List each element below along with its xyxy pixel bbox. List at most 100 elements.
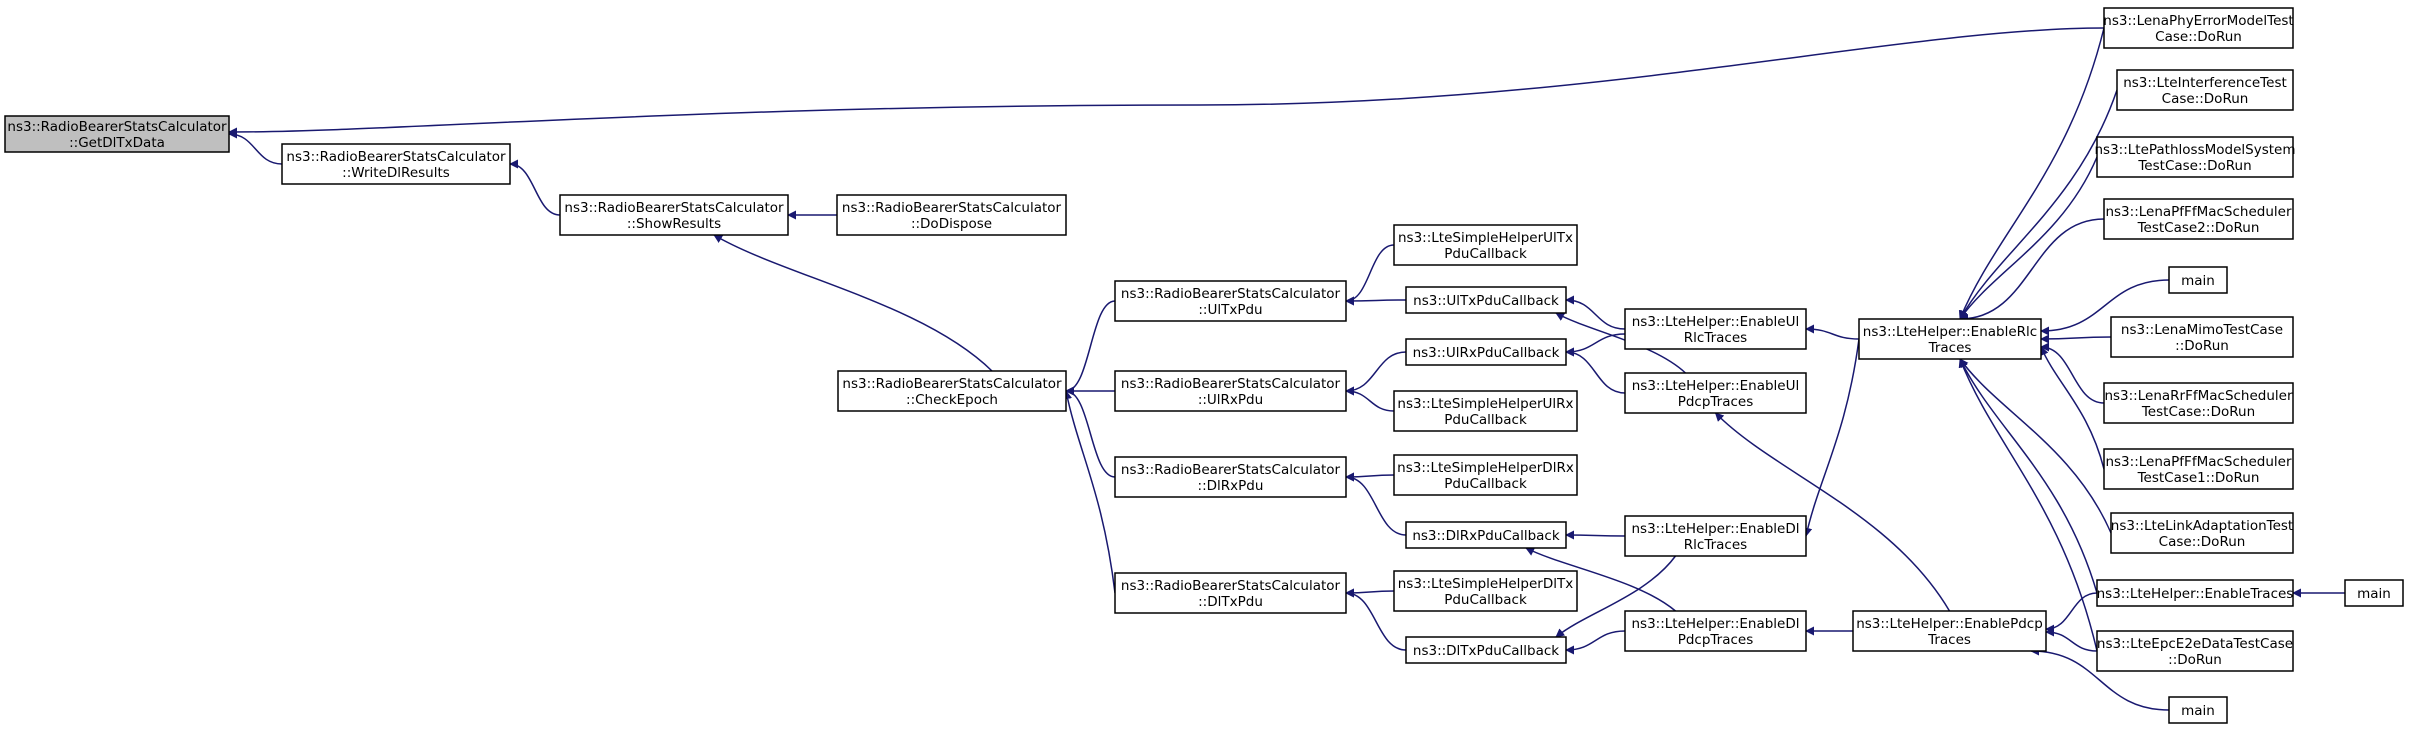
node-dltxcb[interactable]: ns3::DlTxPduCallback <box>1405 636 1567 664</box>
node-label-line: ns3::LteHelper::EnableUl <box>1632 314 1800 330</box>
node-main1[interactable]: main <box>2168 266 2228 294</box>
node-label-line: ns3::UlRxPduCallback <box>1413 345 1560 361</box>
edge-ultxcb-to-ultxpdu <box>1345 296 1407 306</box>
node-label-line: ::GetDlTxData <box>69 135 165 151</box>
edge-simpledltx-to-dltxpdu <box>1345 588 1395 598</box>
edge-simpleulrx-to-ulrxpdu <box>1345 386 1395 412</box>
node-label-line: ::UlTxPdu <box>1198 302 1262 318</box>
edge-enulpdcp-to-ultxcb <box>1555 312 1687 374</box>
node-box <box>1624 372 1807 414</box>
node-dlrxpdu[interactable]: ns3::RadioBearerStatsCalculator::DlRxPdu <box>1114 456 1347 498</box>
node-box <box>1393 224 1578 266</box>
node-box <box>1114 572 1347 614</box>
node-dlrxcb[interactable]: ns3::DlRxPduCallback <box>1405 521 1567 549</box>
node-label-line: main <box>2181 703 2215 719</box>
node-pfff2[interactable]: ns3::LenaPfFfMacSchedulerTestCase2::DoRu… <box>2103 198 2294 240</box>
node-box <box>1114 280 1347 322</box>
node-label-line: ::UlRxPdu <box>1198 392 1263 408</box>
edge-pathloss-to-enrlc <box>1959 156 2098 320</box>
node-box <box>559 194 789 236</box>
edge-endlrlc-to-dlrxcb <box>1565 530 1626 540</box>
node-label-line: ns3::DlTxPduCallback <box>1413 643 1559 659</box>
node-label-line: ns3::LteSimpleHelperDlRx <box>1397 460 1574 476</box>
node-box <box>1624 515 1807 557</box>
edges <box>228 27 2345 711</box>
edge-enrlc-to-enulrlc <box>1805 324 1860 340</box>
node-mimo[interactable]: ns3::LenaMimoTestCase::DoRun <box>2110 316 2294 358</box>
node-label-line: TestCase::DoRun <box>2137 158 2251 174</box>
node-label-line: ns3::LteHelper::EnableUl <box>1632 378 1800 394</box>
node-label-line: ns3::LteHelper::EnableDl <box>1631 521 1799 537</box>
node-label-line: ns3::LenaPfFfMacScheduler <box>2105 204 2291 220</box>
node-box <box>2103 7 2294 49</box>
node-root[interactable]: ns3::RadioBearerStatsCalculator::GetDlTx… <box>4 115 230 153</box>
edge-endlpdcp-to-dltxcb <box>1565 630 1626 655</box>
node-box <box>1393 570 1578 612</box>
node-writedl[interactable]: ns3::RadioBearerStatsCalculator::WriteDl… <box>281 143 511 185</box>
node-label-line: ns3::LenaRrFfMacScheduler <box>2104 388 2293 404</box>
edge-dltxcb-to-dltxpdu <box>1345 588 1407 651</box>
node-label-line: ns3::LteEpcE2eDataTestCase <box>2097 636 2293 652</box>
node-dltxpdu[interactable]: ns3::RadioBearerStatsCalculator::DlTxPdu <box>1114 572 1347 614</box>
node-ulrxcb[interactable]: ns3::UlRxPduCallback <box>1405 338 1567 366</box>
edge-simpleultx-to-ultxpdu <box>1345 244 1395 306</box>
node-box <box>4 115 230 153</box>
node-label-line: TestCase2::DoRun <box>2137 220 2260 236</box>
node-label-line: ns3::RadioBearerStatsCalculator <box>1121 376 1341 392</box>
node-pathloss[interactable]: ns3::LtePathlossModelSystemTestCase::DoR… <box>2094 136 2296 178</box>
node-label-line: ::DoRun <box>2168 652 2222 668</box>
node-box <box>1624 308 1807 350</box>
node-label-line: PduCallback <box>1444 592 1527 608</box>
edge-interf-to-enrlc <box>1959 89 2118 320</box>
edge-dltxpdu-to-checkepoch <box>1063 390 1116 594</box>
node-epce2e[interactable]: ns3::LteEpcE2eDataTestCase::DoRun <box>2096 630 2294 672</box>
node-label-line: Case::DoRun <box>2159 534 2246 550</box>
node-label-line: ns3::LteSimpleHelperDlTx <box>1398 576 1574 592</box>
node-box <box>1393 454 1578 496</box>
node-box <box>2103 448 2294 490</box>
node-label-line: ns3::RadioBearerStatsCalculator <box>7 119 227 135</box>
node-box <box>1114 456 1347 498</box>
node-box <box>281 143 511 185</box>
node-show[interactable]: ns3::RadioBearerStatsCalculator::ShowRes… <box>559 194 789 236</box>
node-label-line: ::DoDispose <box>911 216 992 232</box>
node-label-line: TestCase::DoRun <box>2141 404 2255 420</box>
node-ultxcb[interactable]: ns3::UlTxPduCallback <box>1405 286 1567 314</box>
node-label-line: ns3::UlTxPduCallback <box>1413 293 1559 309</box>
node-label-line: ns3::LenaMimoTestCase <box>2121 322 2283 338</box>
node-label-line: main <box>2181 273 2215 289</box>
node-label-line: ns3::LtePathlossModelSystem <box>2094 142 2295 158</box>
node-label-line: ns3::LteHelper::EnablePdcp <box>1856 616 2043 632</box>
node-entraces[interactable]: ns3::LteHelper::EnableTraces <box>2096 579 2294 607</box>
node-label-line: ns3::RadioBearerStatsCalculator <box>1121 462 1341 478</box>
node-main3[interactable]: main <box>2168 696 2228 724</box>
node-checkepoch[interactable]: ns3::RadioBearerStatsCalculator::CheckEp… <box>837 370 1067 412</box>
node-pfff1[interactable]: ns3::LenaPfFfMacSchedulerTestCase1::DoRu… <box>2103 448 2294 490</box>
node-dispose[interactable]: ns3::RadioBearerStatsCalculator::DoDispo… <box>836 194 1067 236</box>
node-box <box>1405 636 1567 664</box>
node-label-line: ::DoRun <box>2175 338 2229 354</box>
node-box <box>2096 136 2294 178</box>
node-box <box>2096 630 2294 672</box>
node-main2[interactable]: main <box>2344 579 2404 607</box>
node-label-line: main <box>2357 586 2391 602</box>
edge-dlrxcb-to-dlrxpdu <box>1345 472 1407 536</box>
node-label-line: Traces <box>1928 340 1972 356</box>
node-ultxpdu[interactable]: ns3::RadioBearerStatsCalculator::UlTxPdu <box>1114 280 1347 322</box>
node-ulrxpdu[interactable]: ns3::RadioBearerStatsCalculator::UlRxPdu <box>1114 370 1347 412</box>
